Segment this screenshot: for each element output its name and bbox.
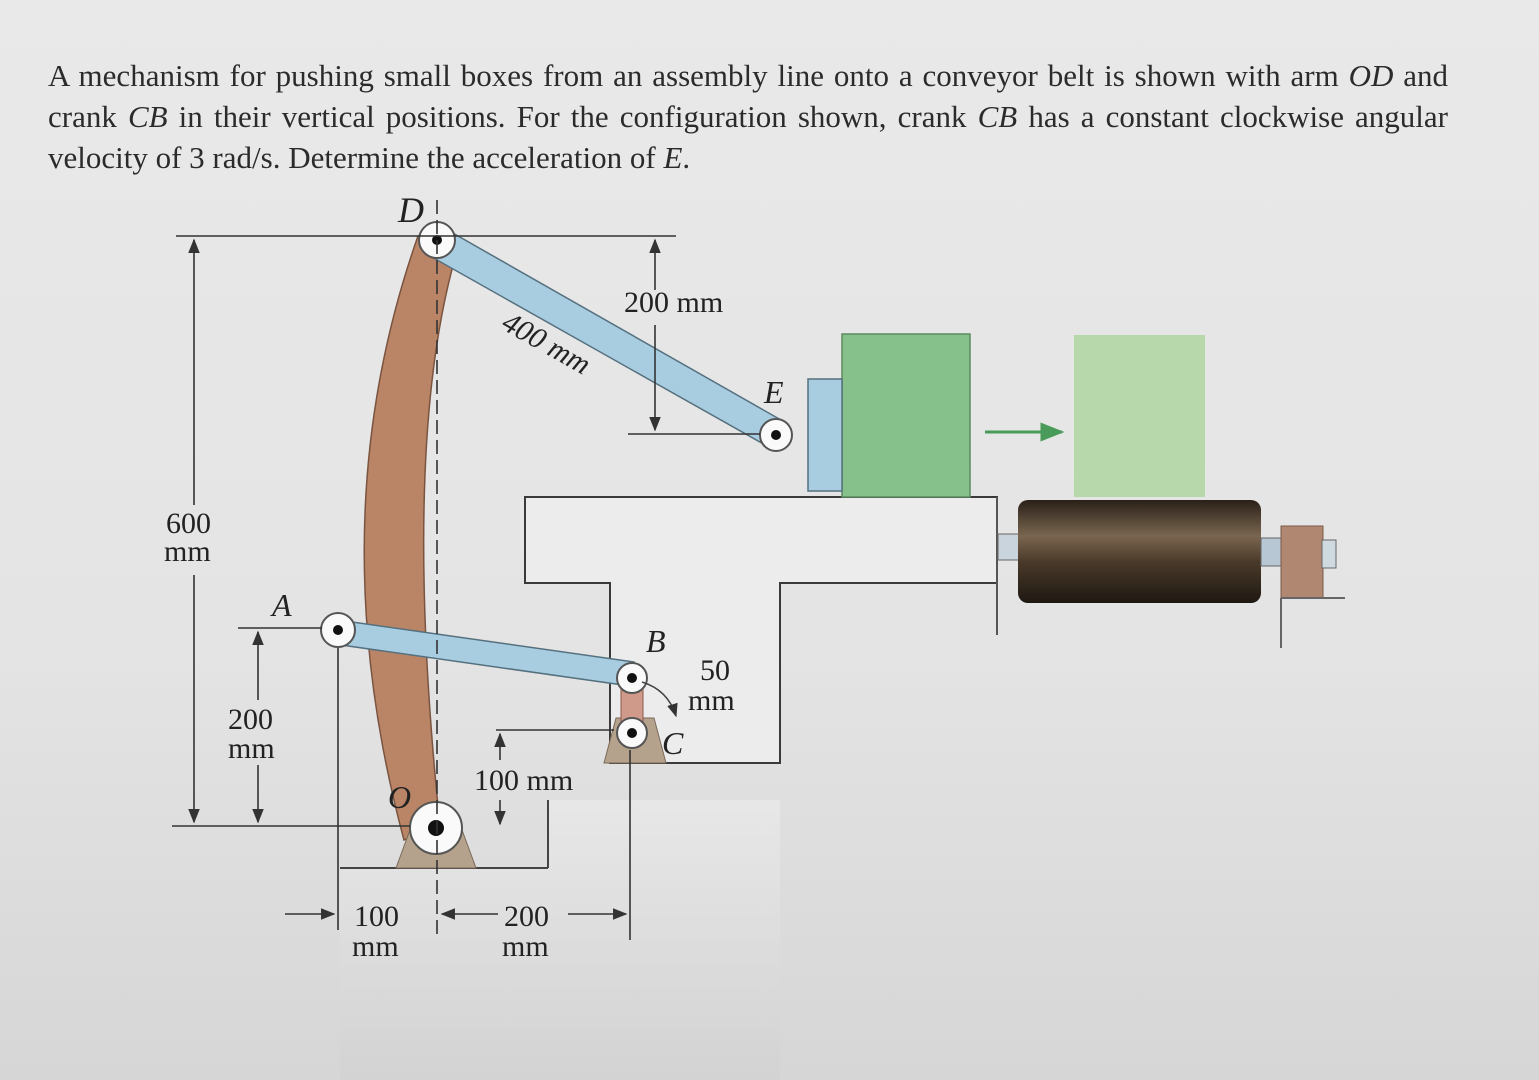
roller-shaft-right [1260, 537, 1284, 567]
problem-text-segment: A mechanism for pushing small boxes from… [48, 58, 1349, 93]
label-E: E [763, 374, 784, 410]
dim-200-top: 200 mm [624, 286, 723, 319]
pin-C [616, 717, 648, 749]
angular-velocity-arc [641, 681, 678, 718]
arm-OD [363, 235, 459, 842]
pin-A [320, 612, 356, 648]
dim-100-horiz-unit: mm [352, 930, 399, 963]
problem-symbol: CB [977, 99, 1018, 134]
problem-symbol: E [663, 140, 683, 175]
roller-bracket [1280, 597, 1345, 648]
dim-600-value: 600 [166, 507, 211, 540]
dim-50-value: 50 [700, 654, 730, 687]
label-A: A [270, 587, 292, 623]
problem-text-segment: in their vertical positions. For the con… [167, 99, 978, 134]
roller-support-block [1280, 525, 1324, 599]
pin-B [616, 662, 648, 694]
label-O: O [388, 779, 411, 815]
dim-600-unit: mm [164, 535, 211, 568]
link-DE [429, 226, 790, 452]
label-B: B [646, 623, 666, 659]
ground-base [340, 800, 780, 1080]
dim-100-horiz-value: 100 [354, 900, 399, 933]
problem-statement: A mechanism for pushing small boxes from… [48, 55, 1448, 178]
pin-O [409, 801, 463, 855]
pin-E [759, 418, 793, 452]
dim-200-vert-value: 200 [228, 703, 273, 736]
roller-bearing-cap [1321, 539, 1337, 569]
box-being-pushed [841, 333, 971, 498]
dim-200-horiz-value: 200 [504, 900, 549, 933]
roller-shaft-left [997, 533, 1021, 561]
label-D: D [397, 190, 424, 230]
box-on-conveyor [1074, 335, 1205, 497]
problem-text-segment: and crank [48, 58, 1448, 134]
dim-50-unit: mm [688, 684, 735, 717]
problem-symbol: OD [1348, 58, 1394, 93]
problem-symbol: CB [127, 99, 168, 134]
dim-100-vert: 100 mm [474, 764, 573, 797]
dim-200-vert-unit: mm [228, 732, 275, 765]
problem-text-segment: has a constant clockwise angular velocit… [48, 99, 1448, 175]
dimension-lines [172, 200, 760, 940]
label-C: C [662, 725, 684, 761]
pusher-plate [807, 378, 843, 492]
conveyor-roller [1018, 500, 1261, 603]
dim-200-horiz-unit: mm [502, 930, 549, 963]
assembly-table [524, 496, 998, 764]
problem-text-segment: . [682, 140, 691, 175]
